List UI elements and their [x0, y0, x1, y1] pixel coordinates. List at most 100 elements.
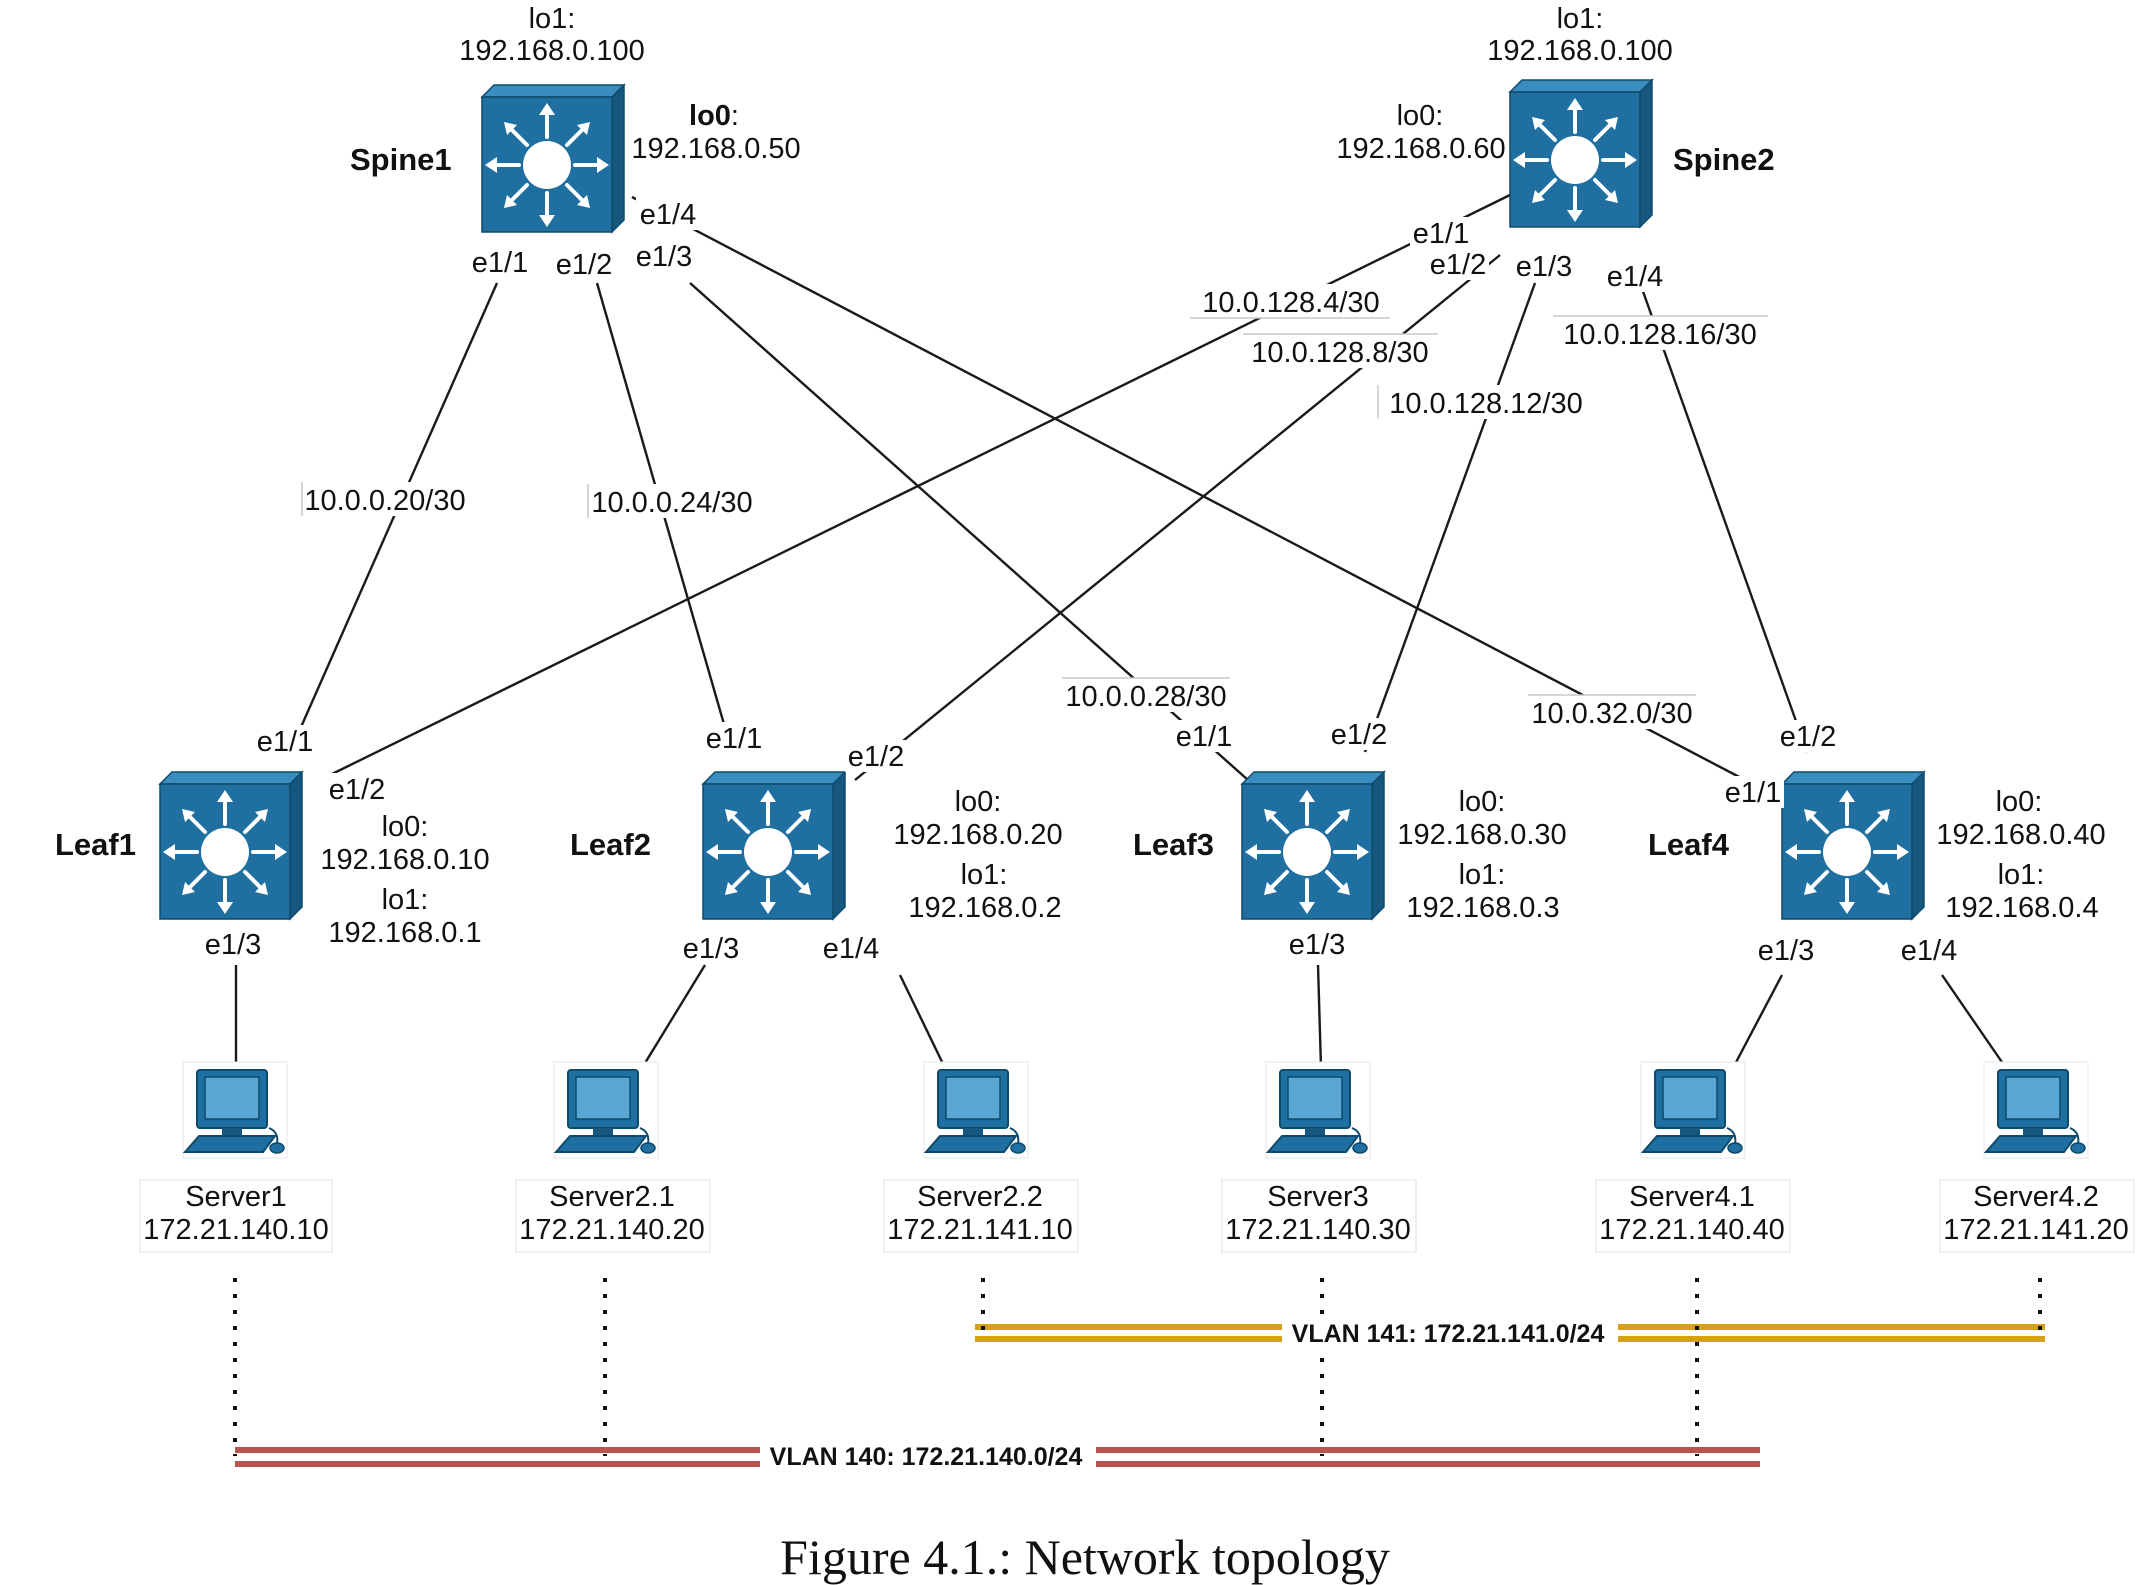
subnet-label: 10.0.0.28/30 [1065, 681, 1226, 713]
subnet-label: 10.0.128.16/30 [1563, 319, 1757, 351]
subnet-label: 10.0.0.24/30 [591, 487, 752, 519]
access-links [234, 964, 2007, 1069]
layer3-switch-icon [1780, 770, 1926, 921]
port-labels: e1/1 e1/2 e1/3 e1/4 e1/1 e1/2 e1/3 e1/4 … [202, 198, 1960, 967]
port-label: e1/1 [1176, 721, 1232, 753]
workstation-icon[interactable] [1983, 1061, 2089, 1159]
leaf4-lo1-label: lo1: [1998, 859, 2045, 891]
server-name: Server1 [185, 1181, 287, 1213]
port-label: e1/1 [1413, 218, 1469, 250]
workstation-icon[interactable] [1640, 1061, 1746, 1159]
leaf4-name: Leaf4 [1648, 827, 1730, 862]
leaf1-switch[interactable] [158, 770, 304, 921]
server-name: Server2.1 [549, 1181, 675, 1213]
spine1-loopbacks: lo1: 192.168.0.100 lo0: 192.168.0.50 [459, 3, 800, 165]
port-label: e1/3 [636, 241, 692, 273]
workstation-icon[interactable] [553, 1061, 659, 1159]
leaf1-lo1-label: lo1: [382, 884, 429, 916]
spine2-lo0-ip: 192.168.0.60 [1336, 133, 1505, 165]
leaf4-lo1-ip: 192.168.0.4 [1945, 892, 2098, 924]
link-spine2-leaf1 [329, 193, 1511, 777]
spine1-lo0-colon: : [731, 100, 739, 132]
port-label: e1/2 [1430, 249, 1486, 281]
leaf4-lo0-label: lo0: [1996, 786, 2043, 818]
link-spine2-leaf4 [1638, 282, 1809, 753]
server-ip: 172.21.140.10 [143, 1214, 328, 1246]
spine1-lo0-ip: 192.168.0.50 [631, 133, 800, 165]
leaf3-lo1-ip: 192.168.0.3 [1406, 892, 1559, 924]
port-label: e1/1 [257, 726, 313, 758]
workstation-icon[interactable] [182, 1061, 288, 1159]
port-label: e1/4 [1607, 261, 1663, 293]
subnet-label: 10.0.32.0/30 [1531, 698, 1692, 730]
vlan-141-label: VLAN 141: 172.21.141.0/24 [1292, 1320, 1605, 1348]
leaf1-loopbacks: lo0: 192.168.0.10 lo1: 192.168.0.1 [320, 811, 489, 949]
port-label: e1/1 [472, 247, 528, 279]
figure-caption: Figure 4.1.: Network topology [780, 1529, 1390, 1585]
subnet-label: 10.0.0.20/30 [304, 485, 465, 517]
leaf4-loopbacks: lo0: 192.168.0.40 lo1: 192.168.0.4 [1936, 786, 2105, 924]
server-ip: 172.21.140.20 [519, 1214, 704, 1246]
leaf1-lo0-label: lo0: [382, 811, 429, 843]
workstation-icon[interactable] [1265, 1061, 1371, 1159]
leaf3-name: Leaf3 [1133, 827, 1214, 862]
server-ip: 172.21.140.40 [1599, 1214, 1784, 1246]
server-ip: 172.21.141.10 [887, 1214, 1072, 1246]
server-name: Server2.2 [917, 1181, 1043, 1213]
leaf2-lo1-ip: 192.168.0.2 [908, 892, 1061, 924]
leaf4-lo0-ip: 192.168.0.40 [1936, 819, 2105, 851]
link-leaf4-server4-2 [1941, 974, 2007, 1069]
leaf2-lo0-ip: 192.168.0.20 [893, 819, 1062, 851]
spine2-lo0-label: lo0: [1397, 100, 1444, 132]
leaf1-lo1-ip: 192.168.0.1 [328, 917, 481, 949]
server-ip: 172.21.141.20 [1943, 1214, 2128, 1246]
layer3-switch-icon [158, 770, 304, 921]
port-label: e1/4 [823, 933, 879, 965]
spine2-lo1-ip: 192.168.0.100 [1487, 35, 1672, 67]
port-label: e1/3 [1289, 929, 1345, 961]
port-label: e1/4 [1901, 935, 1957, 967]
leaf3-lo0-label: lo0: [1459, 786, 1506, 818]
spine1-lo1-label: lo1: [529, 3, 576, 35]
layer3-switch-icon [1508, 78, 1654, 229]
spine2-name: Spine2 [1673, 142, 1775, 177]
port-label: e1/3 [1516, 251, 1572, 283]
spine1-switch[interactable] [480, 83, 626, 234]
subnet-label: 10.0.128.8/30 [1251, 337, 1428, 369]
link-spine2-leaf3 [1363, 282, 1537, 753]
leaf2-name: Leaf2 [570, 827, 651, 862]
leaf2-lo0-label: lo0: [955, 786, 1002, 818]
port-label: e1/2 [556, 249, 612, 281]
workstation-icon[interactable] [923, 1061, 1029, 1159]
layer3-switch-icon [480, 83, 626, 234]
link-spine1-leaf1 [288, 282, 499, 753]
spine2-switch[interactable] [1508, 78, 1654, 229]
port-label: e1/1 [706, 723, 762, 755]
subnet-labels: 10.0.0.20/30 10.0.0.24/30 10.0.0.28/30 1… [301, 284, 1768, 730]
layer3-switch-icon [701, 770, 847, 921]
port-label: e1/4 [640, 199, 696, 231]
port-label: e1/3 [205, 929, 261, 961]
server-name: Server4.2 [1973, 1181, 2099, 1213]
fabric-links [288, 193, 1809, 782]
link-spine1-leaf4 [631, 195, 1746, 782]
leaf4-switch[interactable] [1780, 770, 1926, 921]
layer3-switch-icon [1240, 770, 1386, 921]
port-label: e1/3 [683, 933, 739, 965]
link-leaf4-server4-1 [1731, 974, 1784, 1069]
leaf3-switch[interactable] [1240, 770, 1386, 921]
leaf2-switch[interactable] [701, 770, 847, 921]
link-leaf3-server3 [1316, 964, 1323, 1069]
server-name: Server3 [1267, 1181, 1369, 1213]
port-label: e1/2 [329, 774, 385, 806]
spine2-loopbacks: lo1: 192.168.0.100 lo0: 192.168.0.60 [1336, 3, 1672, 165]
port-label: e1/2 [1331, 719, 1387, 751]
leaf3-loopbacks: lo0: 192.168.0.30 lo1: 192.168.0.3 [1397, 786, 1566, 924]
subnet-label: 10.0.128.4/30 [1202, 287, 1379, 319]
spine2-lo1-label: lo1: [1557, 3, 1604, 35]
port-label: e1/2 [848, 741, 904, 773]
leaf2-lo1-label: lo1: [961, 859, 1008, 891]
server-name: Server4.1 [1629, 1181, 1755, 1213]
spine1-lo0-word: lo0 [689, 100, 731, 132]
